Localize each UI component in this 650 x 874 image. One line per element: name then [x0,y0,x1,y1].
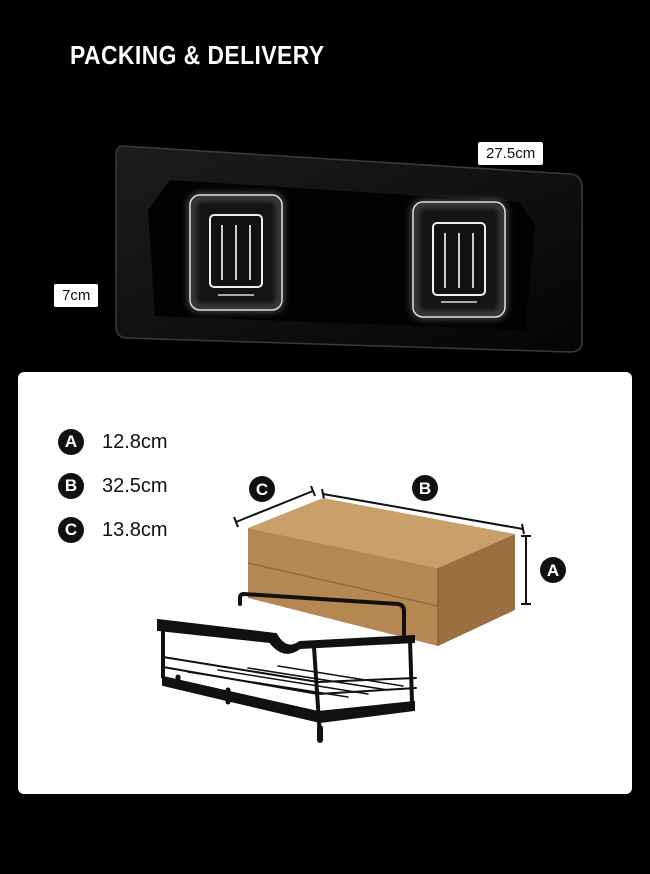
legend-value-a: 12.8cm [102,430,168,453]
box-label-b: B [419,479,431,498]
package-illustration: C B A [157,475,566,743]
legend-badge-a: A [58,429,84,455]
dim-line-b [322,493,524,530]
legend-row-c: C 13.8cm [58,508,168,552]
hook-left [189,194,283,311]
legend-row-b: B 32.5cm [58,464,168,508]
page-title: PACKING & DELIVERY [70,40,325,70]
shower-rack [157,591,417,743]
dimension-legend: A 12.8cm B 32.5cm C 13.8cm [58,420,168,552]
mount-plate-illustration: 27.5cm 7cm [0,130,650,370]
legend-value-c: 13.8cm [102,518,168,541]
package-card: C B A A 12.8cm B 32.5cm C 13.8cm [18,372,632,794]
box-label-a: A [547,561,559,580]
box-label-c: C [256,480,268,499]
badge-a-icon [540,557,566,583]
legend-row-a: A 12.8cm [58,420,168,464]
legend-value-b: 32.5cm [102,474,168,497]
mount-plate-graphic [115,145,583,353]
plate-height-label: 7cm [54,284,99,307]
badge-b-icon [412,475,438,501]
cardboard-box [247,498,515,646]
legend-badge-c: C [58,517,84,543]
plate-width-label: 27.5cm [478,142,544,165]
legend-badge-b: B [58,473,84,499]
dim-line-c [235,490,314,523]
badge-c-icon [249,476,275,502]
hook-right [412,201,506,318]
